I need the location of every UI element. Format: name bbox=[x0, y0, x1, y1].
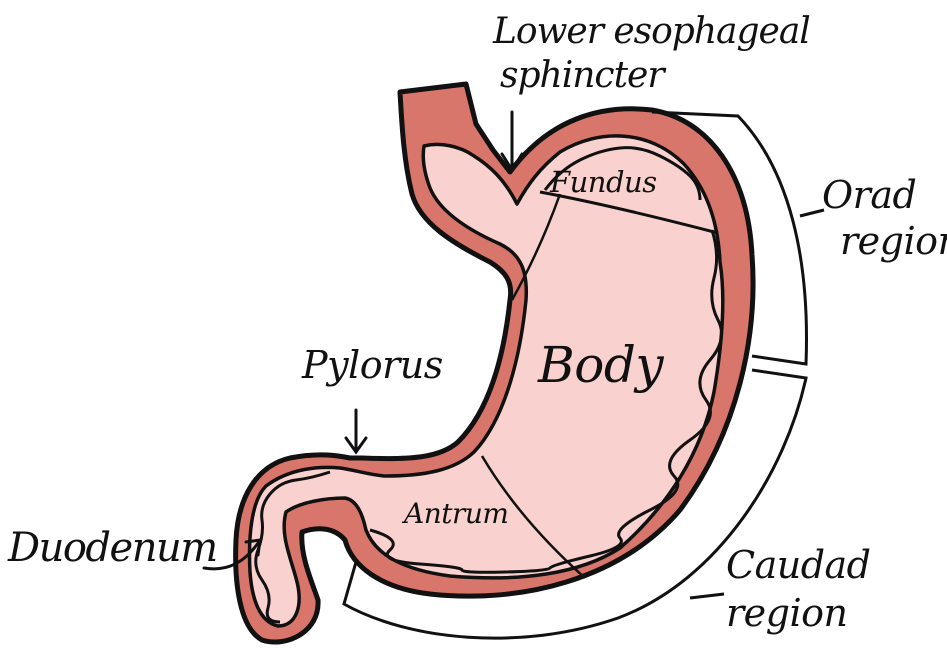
orad-label: Orad bbox=[822, 176, 916, 214]
duodenum-label: Duodenum bbox=[8, 528, 217, 568]
lower-esophageal-label: Lower esophageal bbox=[493, 14, 810, 50]
antrum-label: Antrum bbox=[404, 500, 508, 528]
sphincter-label: sphincter bbox=[500, 58, 664, 94]
caudad-bracket-tick bbox=[690, 594, 724, 598]
fundus-label: Fundus bbox=[550, 168, 657, 197]
caudad-label: Caudad bbox=[726, 546, 871, 584]
pylorus-label: Pylorus bbox=[302, 346, 443, 384]
caudad-region-label: region bbox=[726, 594, 847, 632]
body-label: Body bbox=[538, 340, 663, 390]
pylorus-arrow bbox=[346, 410, 366, 452]
orad-bracket-tick bbox=[800, 210, 824, 216]
orad-region-label: region bbox=[840, 222, 947, 260]
sphincter-arrow bbox=[502, 112, 522, 170]
